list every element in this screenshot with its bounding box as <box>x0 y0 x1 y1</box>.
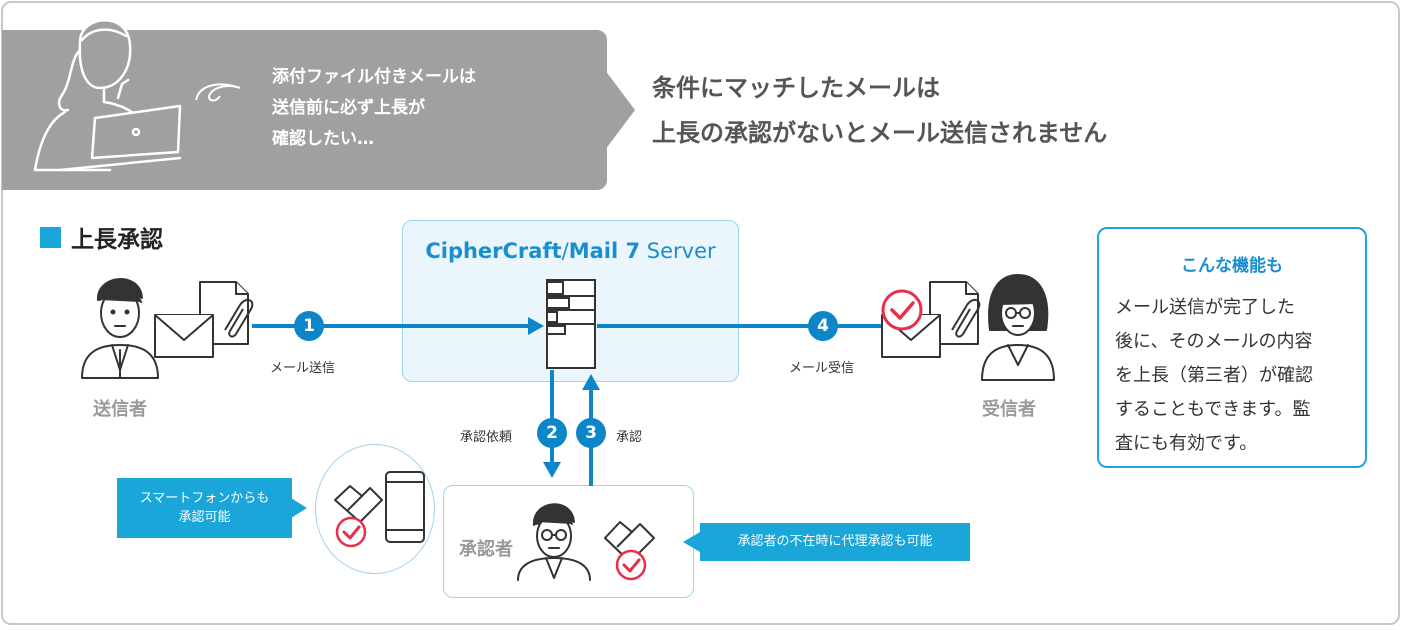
stamp-icon <box>334 485 383 523</box>
info-box: こんな機能も メール送信が完了した 後に、そのメールの内容 を上長（第三者）が確… <box>1097 227 1367 468</box>
server-label: CipherCraft/Mail 7 Server <box>403 239 738 263</box>
request-arrow-head <box>543 462 561 478</box>
headline: 条件にマッチしたメールは 上長の承認がないとメール送信されません <box>652 66 1107 156</box>
info-line-1: メール送信が完了した <box>1115 297 1295 318</box>
info-line-5: 査にも有効です。 <box>1115 433 1258 454</box>
step-1-badge: 1 <box>294 311 324 341</box>
smartphone-callout-line-2: 承認可能 <box>178 510 231 525</box>
concern-line-3: 確認したい… <box>272 129 374 149</box>
step-3-label: 承認 <box>616 430 643 445</box>
approver-label: 承認者 <box>459 539 513 560</box>
headline-line-1: 条件にマッチしたメールは <box>652 74 940 102</box>
server-product: Mail 7 <box>568 239 641 263</box>
info-title: こんな機能も <box>1181 256 1283 276</box>
receiver-person-icon <box>981 274 1055 381</box>
approver-person-icon <box>517 503 591 581</box>
server-icon <box>546 279 596 369</box>
step-3-badge: 3 <box>576 418 606 448</box>
approved-check-icon <box>881 289 923 331</box>
server-suffix: Server <box>640 239 716 263</box>
step-1-label: メール送信 <box>270 361 336 376</box>
smartphone-callout: スマートフォンからも 承認可能 <box>117 478 292 538</box>
concern-text: 添付ファイル付きメールは 送信前に必ず上長が 確認したい… <box>272 62 476 155</box>
sender-label: 送信者 <box>93 399 147 420</box>
smartphone-icon <box>385 471 425 543</box>
proxy-approve-check-icon <box>615 549 647 581</box>
sender-mail-icon <box>154 281 254 358</box>
section-title-text: 上長承認 <box>71 227 163 253</box>
receiver-label: 受信者 <box>982 399 1036 420</box>
info-line-4: することもできます。監 <box>1115 399 1311 420</box>
smartphone-callout-line-1: スマートフォンからも <box>139 491 270 506</box>
step-4-badge: 4 <box>808 311 838 341</box>
section-title: 上長承認 <box>40 220 163 254</box>
approve-arrow-head <box>582 374 600 390</box>
info-line-3: を上長（第三者）が確認 <box>1115 365 1313 386</box>
concern-line-2: 送信前に必ず上長が <box>272 98 425 118</box>
section-square-icon <box>40 226 61 248</box>
info-line-2: 後に、そのメールの内容 <box>1115 331 1313 352</box>
proxy-callout: 承認者の不在時に代理承認も可能 <box>700 523 970 561</box>
banner-arrow <box>605 70 635 150</box>
smartphone-callout-pointer <box>291 498 307 518</box>
woman-laptop-icon <box>33 19 182 172</box>
info-body: メール送信が完了した 後に、そのメールの内容 を上長（第三者）が確認 することも… <box>1115 291 1353 461</box>
server-brand: CipherCraft <box>425 239 562 263</box>
thought-swirl-icon <box>195 83 241 102</box>
send-arrow-head <box>528 317 544 335</box>
concern-line-1: 添付ファイル付きメールは <box>272 67 476 87</box>
server-slash: / <box>561 239 569 263</box>
step-2-badge: 2 <box>537 418 567 448</box>
step-4-label: メール受信 <box>789 361 855 376</box>
headline-line-2: 上長の承認がないとメール送信されません <box>652 119 1108 147</box>
sender-person-icon <box>81 278 159 379</box>
step-2-label: 承認依頼 <box>460 430 513 445</box>
proxy-callout-pointer <box>683 532 700 552</box>
phone-approve-check-icon <box>335 516 367 548</box>
